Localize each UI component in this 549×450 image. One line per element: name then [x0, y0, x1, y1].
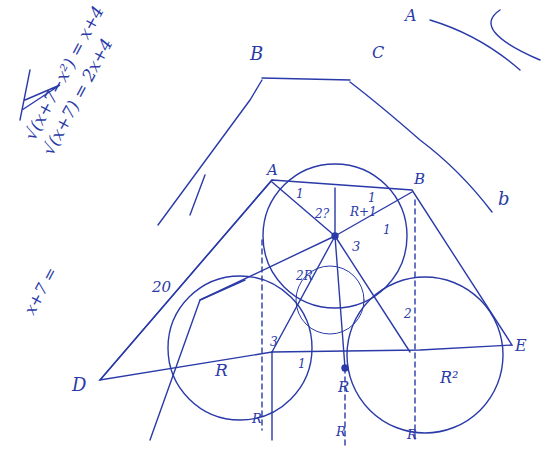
sketch-label: A — [267, 163, 278, 178]
sketch-label: E — [515, 338, 527, 354]
sketch-label: 3 — [352, 240, 360, 253]
center-dot — [342, 365, 348, 371]
sketch-label: x+7 = — [22, 265, 60, 318]
trapezoid-side — [100, 180, 272, 380]
sketch-label: 20 — [152, 280, 171, 295]
circle — [263, 164, 407, 308]
sketch-label: 3 — [270, 336, 278, 348]
sketch-label: R — [338, 380, 349, 395]
trapezoid — [100, 180, 512, 380]
sketch-label: 1 — [368, 192, 376, 204]
vertical-line — [262, 200, 415, 445]
sketch-label: 2 — [404, 308, 412, 320]
sketch-label: 1 — [298, 358, 306, 370]
sketch-label: R+1 — [350, 206, 377, 218]
sketch-label: R² — [440, 370, 458, 386]
sketch-label: R — [252, 412, 262, 425]
sketch-label: R — [336, 425, 346, 438]
sketch-label: D — [72, 376, 86, 394]
circle — [168, 276, 312, 420]
circle — [347, 277, 503, 433]
scribble — [190, 175, 205, 215]
construction-line — [150, 280, 245, 440]
outer-trapezoid — [158, 78, 492, 225]
sketch-label: 2R — [296, 270, 313, 282]
sketch-label: b — [498, 190, 510, 208]
sketch-label: R — [215, 362, 228, 379]
vertical-line — [271, 352, 272, 440]
sketch-label: R — [407, 428, 417, 441]
sketch-label: C — [372, 45, 384, 61]
pen-strokes — [20, 10, 540, 445]
scribble — [430, 10, 540, 70]
sketch-label: B — [250, 45, 263, 63]
sketch-label: 2? — [315, 208, 329, 220]
sketch-label: B — [414, 172, 425, 187]
sketch-label: 1 — [296, 188, 304, 200]
sketch-label: A — [405, 8, 417, 24]
sketch-label: 1 — [383, 224, 391, 236]
center-dot — [332, 233, 338, 239]
circle — [296, 266, 364, 334]
radius-line — [200, 182, 412, 368]
